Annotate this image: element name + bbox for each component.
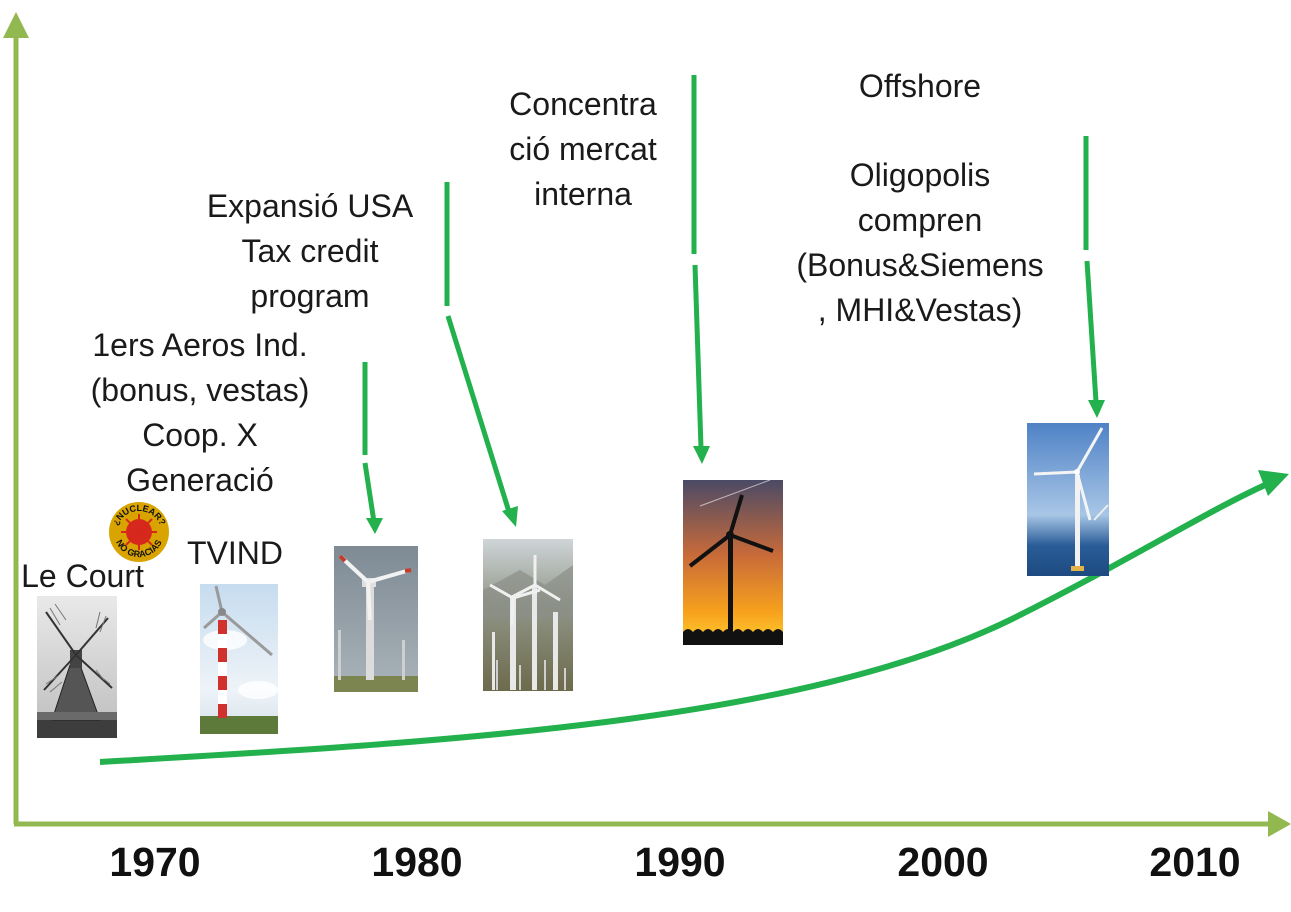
label-usa-line-2: Tax credit xyxy=(241,233,379,269)
year-label-2010: 2010 xyxy=(1149,839,1241,885)
year-label-1970: 1970 xyxy=(109,839,201,885)
y-axis xyxy=(3,12,29,824)
label-concentration-line-1: Concentra xyxy=(509,86,657,122)
label-first-turbines-line-4: Generació xyxy=(126,462,274,498)
label-tvind: TVIND xyxy=(187,535,283,571)
usa-windfarm-photo xyxy=(483,539,573,691)
year-label-2000: 2000 xyxy=(897,839,989,885)
label-usa-line-3: program xyxy=(250,278,370,314)
sunset-turbine-photo xyxy=(683,479,783,645)
tvind-turbine-photo xyxy=(200,584,278,734)
pointer-arrow-concentration xyxy=(691,75,710,464)
label-usa-line-1: Expansió USA xyxy=(206,188,414,224)
label-concentration-line-3: interna xyxy=(534,176,632,212)
label-concentration-line-2: ció mercat xyxy=(509,131,657,167)
pointer-arrow-oligopolies xyxy=(1083,136,1105,418)
year-label-1980: 1980 xyxy=(371,839,463,885)
label-oligopolies-line-4: , MHI&Vestas) xyxy=(817,292,1023,328)
pointer-arrow-usa xyxy=(444,182,518,527)
label-first-turbines-line-3: Coop. X xyxy=(142,417,258,453)
label-offshore: Offshore xyxy=(858,68,982,104)
nuclear-no-gracias-badge: ¿NUCLEAR? NO GRACIAS xyxy=(109,502,169,562)
label-le-court: Le Court xyxy=(21,558,144,594)
pointer-arrow-first-turbines xyxy=(362,362,383,534)
offshore-turbine-photo xyxy=(1027,423,1109,576)
eighties-turbine-photo xyxy=(334,546,418,692)
label-first-turbines-line-1: 1ers Aeros Ind. xyxy=(92,327,308,363)
label-oligopolies-line-2: compren xyxy=(857,202,983,238)
growth-curve-arrow xyxy=(99,470,1289,765)
label-first-turbines-line-2: (bonus, vestas) xyxy=(90,372,310,408)
label-oligopolies-line-1: Oligopolis xyxy=(849,157,991,193)
year-label-1990: 1990 xyxy=(634,839,726,885)
x-axis xyxy=(14,811,1291,837)
le-court-windmill-photo xyxy=(37,596,117,738)
label-oligopolies-line-3: (Bonus&Siemens xyxy=(796,247,1044,283)
